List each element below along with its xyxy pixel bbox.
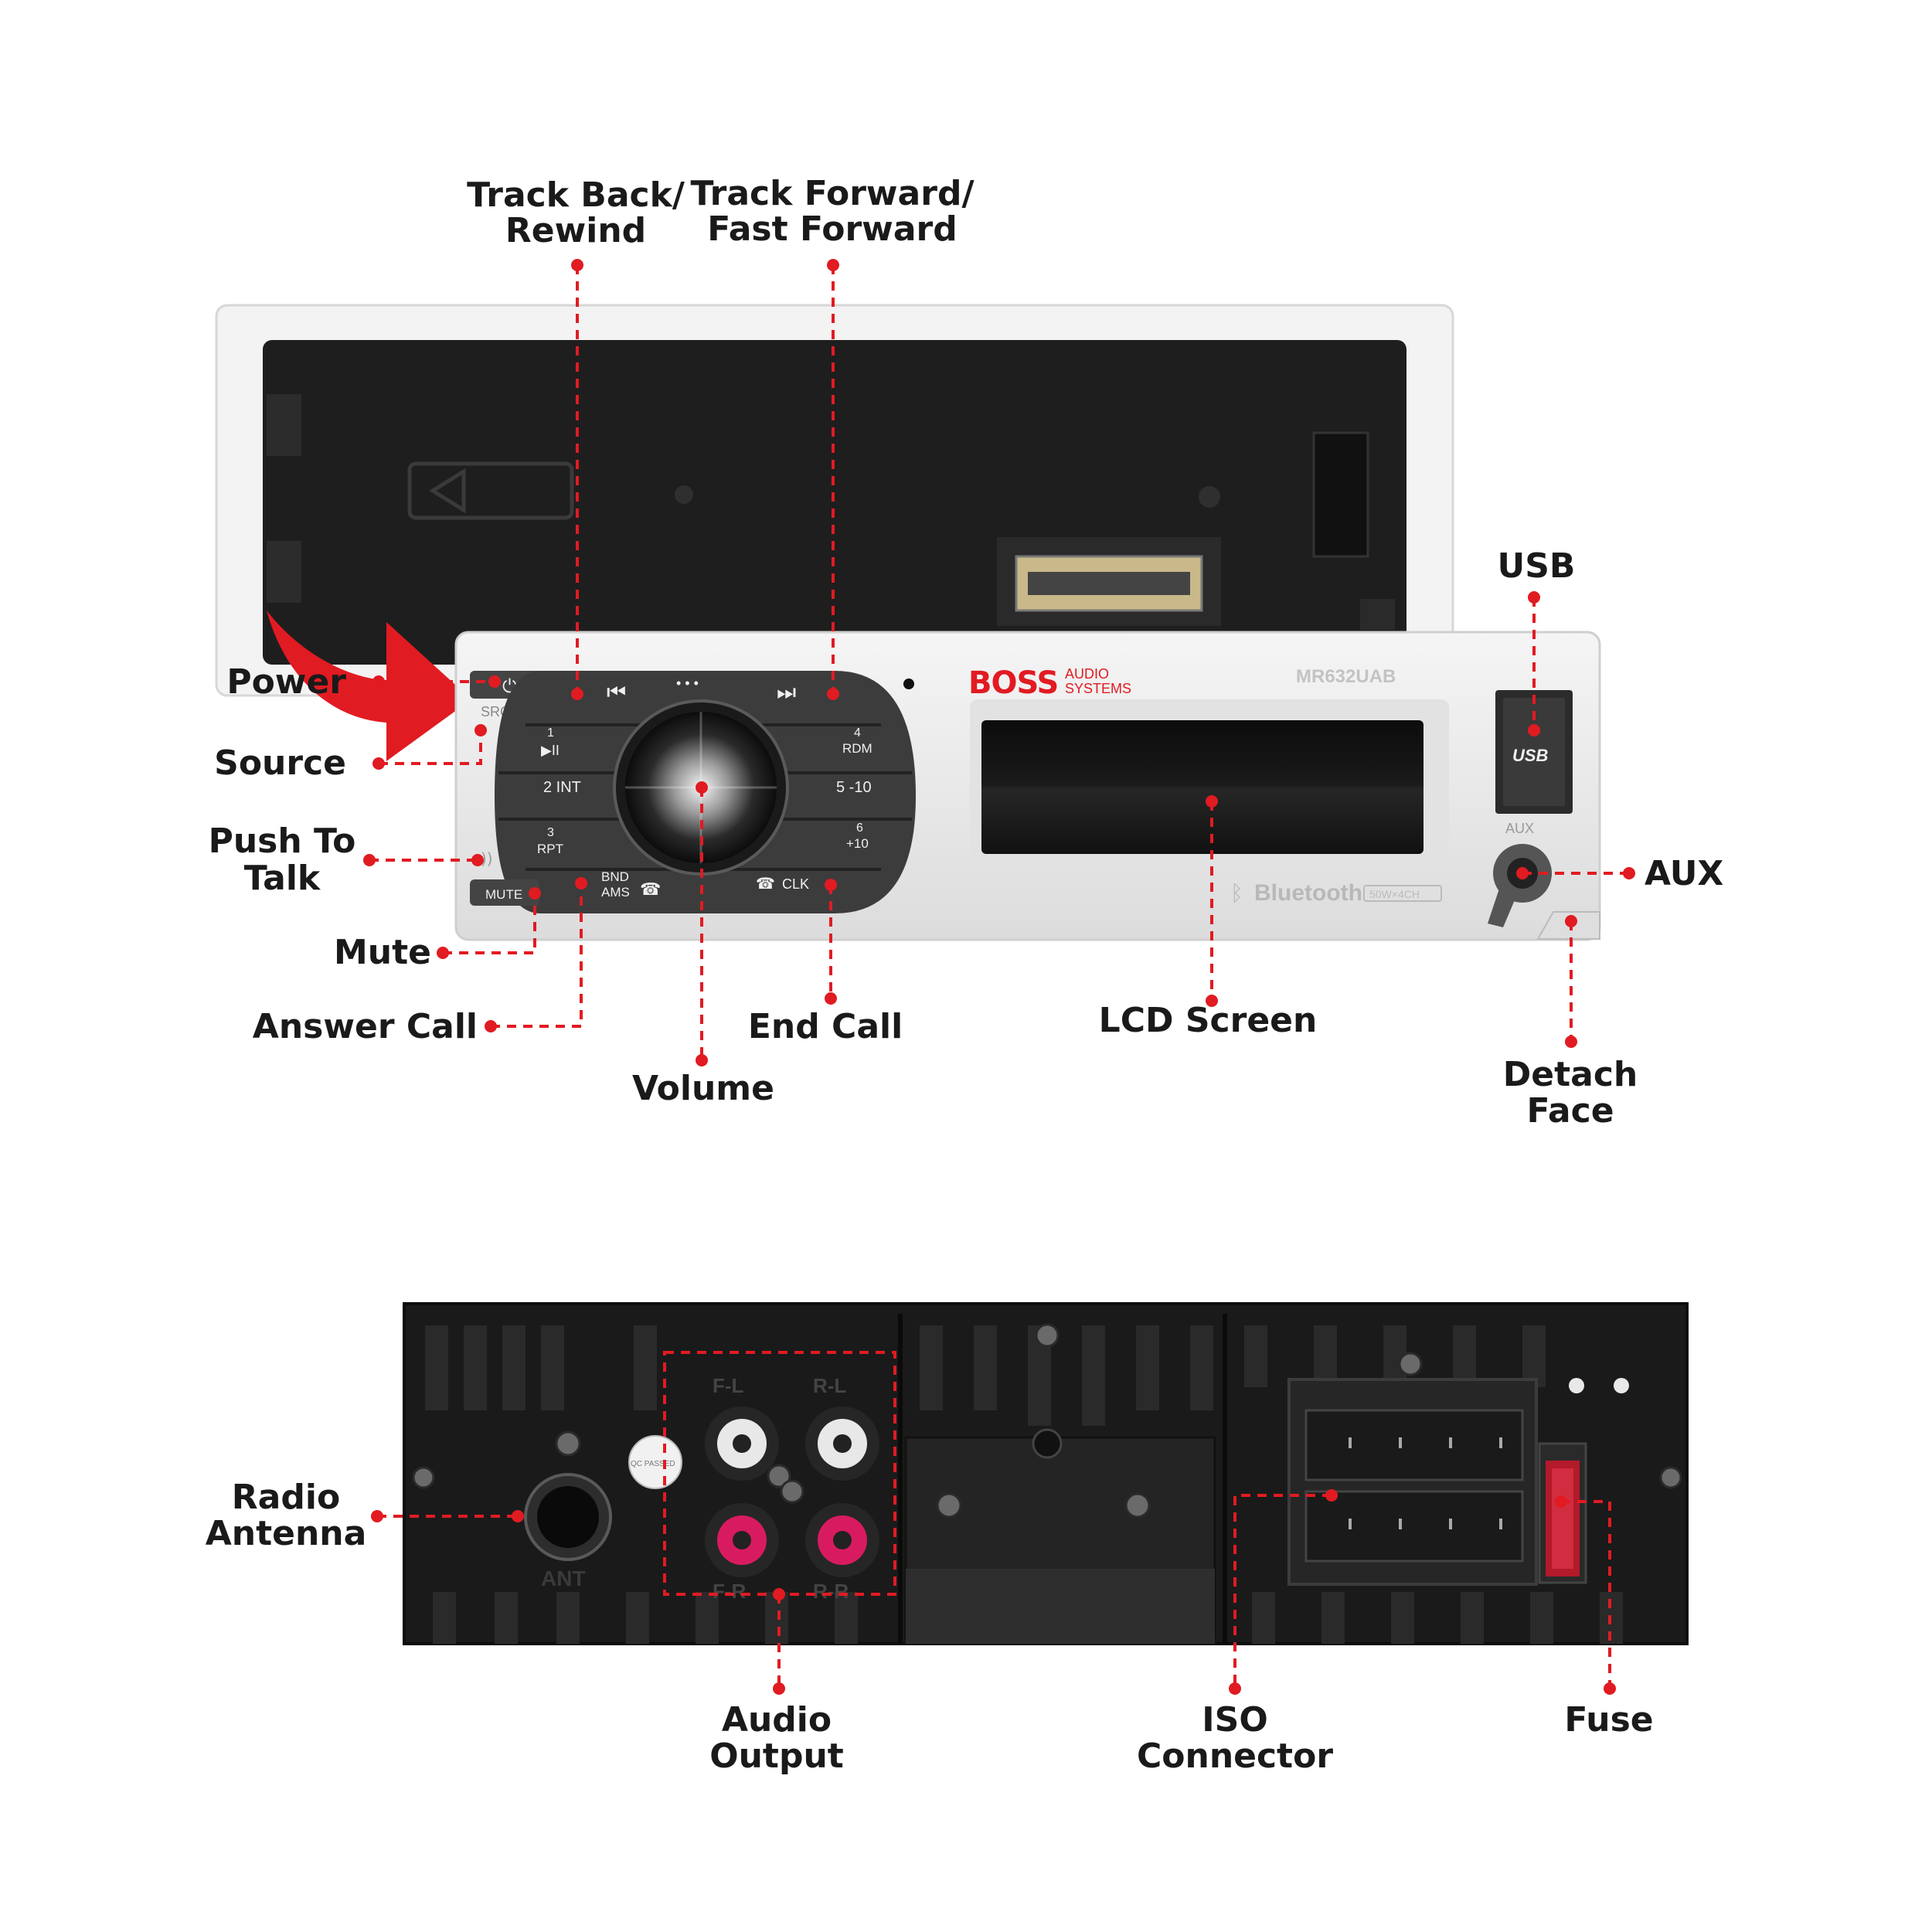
play-pause-icon: ▶II — [541, 743, 560, 758]
rca-label-rr: R-R — [813, 1580, 849, 1603]
rear-panel: ANT QC PASSED — [403, 1302, 1689, 1645]
button-5[interactable]: 5 -10 — [836, 779, 872, 796]
button-2-int[interactable]: 2 INT — [543, 779, 581, 796]
track-forward-icon[interactable]: ⏭ — [777, 680, 796, 704]
button-4-number[interactable]: 4 — [854, 726, 861, 740]
label-track-back-line1: Track Back/ — [467, 175, 685, 215]
rca-front-right — [705, 1503, 779, 1577]
label-lcd-screen: LCD Screen — [1099, 1001, 1318, 1040]
bluetooth-label: Bluetooth — [1254, 880, 1362, 906]
label-volume: Volume — [632, 1069, 774, 1108]
label-audio-output-line1: Audio — [722, 1700, 832, 1740]
button-6-number[interactable]: 6 — [856, 821, 863, 835]
label-iso-connector-line2: Connector — [1137, 1736, 1333, 1776]
label-answer-call: Answer Call — [253, 1007, 478, 1046]
rca-rear-left — [805, 1406, 879, 1481]
ir-sensor — [903, 679, 914, 689]
label-push-to-talk-line1: Push To — [209, 821, 356, 861]
end-call-icon[interactable]: ☎ — [756, 876, 775, 893]
clk-label[interactable]: CLK — [782, 876, 809, 892]
label-track-forward-line2: Fast Forward — [707, 209, 957, 249]
label-power: Power — [226, 662, 346, 702]
push-to-talk-icon[interactable]: )) — [481, 849, 493, 868]
label-detach-face-line1: Detach — [1503, 1055, 1638, 1094]
fuse — [1538, 1442, 1587, 1584]
faceplate-connector — [997, 537, 1221, 626]
detach-arrow — [267, 611, 471, 761]
aux-port-label: AUX — [1505, 821, 1534, 836]
qc-sticker — [628, 1435, 682, 1489]
button-3-number[interactable]: 3 — [547, 826, 554, 839]
indicator-dots: • • • — [676, 675, 699, 691]
rca-label-fr: F-R — [713, 1580, 747, 1603]
button-6-plus10: +10 — [846, 836, 869, 851]
rca-rear-right — [805, 1503, 879, 1577]
iso-connector-block — [1287, 1378, 1538, 1586]
label-source: Source — [214, 743, 346, 783]
antenna-label: ANT — [541, 1566, 586, 1590]
button-1-number[interactable]: 1 — [547, 726, 554, 740]
label-aux: AUX — [1645, 854, 1723, 893]
screws — [412, 1323, 1682, 1519]
lcd-screen — [970, 699, 1449, 858]
chassis-arrow-mark — [407, 461, 574, 520]
antenna-jack — [524, 1473, 612, 1561]
model-number: MR632UAB — [1296, 666, 1396, 687]
brand-sub-audio: AUDIO — [1065, 666, 1109, 682]
brand-sub-systems: SYSTEMS — [1065, 681, 1131, 696]
power-badge: 50W×4CH — [1369, 888, 1420, 900]
usb-port[interactable]: USB — [1495, 690, 1573, 814]
faceplate: ⏻ SRC ⏮ • • • ⏭ 1 ▶II 2 INT 3 RPT 4 RDM … — [454, 631, 1601, 941]
bnd-label[interactable]: BND — [601, 869, 629, 884]
qc-sticker-text: QC PASSED — [631, 1460, 675, 1468]
label-radio-antenna-line2: Antenna — [206, 1514, 367, 1553]
label-track-back-line2: Rewind — [505, 211, 646, 250]
mute-button[interactable]: MUTE — [470, 879, 539, 906]
brand-logo: BOSS — [968, 665, 1058, 701]
label-usb: USB — [1498, 546, 1576, 586]
label-detach-face-line2: Face — [1526, 1091, 1614, 1131]
label-end-call: End Call — [748, 1007, 903, 1046]
rca-label-fl: F-L — [713, 1374, 744, 1397]
label-fuse: Fuse — [1564, 1700, 1653, 1740]
ams-label: AMS — [601, 885, 630, 900]
label-mute: Mute — [334, 933, 431, 972]
leader-lines — [363, 259, 1635, 1695]
label-iso-connector-line1: ISO — [1202, 1700, 1267, 1740]
mute-button-label: MUTE — [485, 887, 522, 902]
callout-labels: Track Back/ Rewind Track Forward/ Fast F… — [206, 174, 1724, 1776]
answer-call-icon[interactable]: ☎ — [640, 879, 661, 899]
bluetooth-icon: ᛒ — [1230, 880, 1243, 906]
rca-outputs: F-L R-L F-R R-R — [705, 1374, 879, 1603]
usb-port-label: USB — [1512, 746, 1549, 765]
button-4-rdm: RDM — [842, 741, 872, 756]
label-push-to-talk-line2: Talk — [244, 859, 321, 898]
label-track-forward-line1: Track Forward/ — [690, 174, 975, 213]
track-back-icon[interactable]: ⏮ — [607, 680, 626, 704]
button-3-rpt: RPT — [537, 842, 563, 856]
label-audio-output-line2: Output — [709, 1736, 844, 1776]
label-radio-antenna-line1: Radio — [232, 1478, 340, 1517]
rca-front-left — [705, 1406, 779, 1481]
rca-label-rl: R-L — [813, 1374, 846, 1397]
